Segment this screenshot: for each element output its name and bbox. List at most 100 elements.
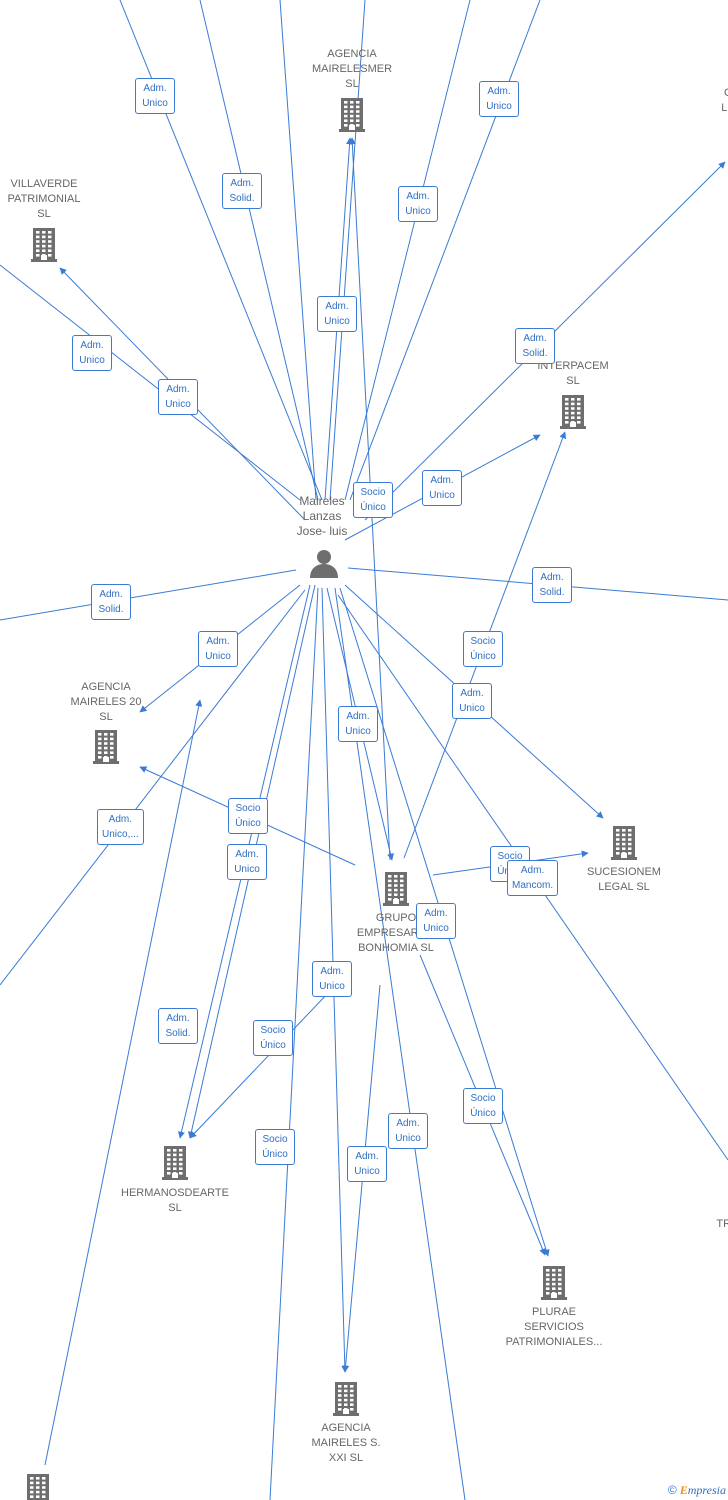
relationship-label-line: Adm.: [520, 865, 545, 876]
company-name-line: AGENCIA: [81, 681, 131, 693]
company-name: TRO: [673, 1217, 728, 1232]
relationship-label[interactable]: Adm.Unico,...: [97, 809, 144, 845]
company-name: CLE: [673, 86, 728, 116]
building-icon[interactable]: [333, 1382, 359, 1421]
relationship-label-line: Unico: [405, 206, 431, 217]
relationship-label[interactable]: Adm.Unico: [388, 1113, 428, 1149]
relationship-edge: [329, 0, 366, 501]
relationship-label-line: Unico: [165, 399, 191, 410]
relationship-label-line: Adm.: [355, 1151, 379, 1162]
relationship-label-line: Adm.: [396, 1118, 420, 1129]
relationship-label[interactable]: Adm. Unico: [479, 81, 519, 117]
relationship-label[interactable]: Adm. Unico: [312, 961, 352, 997]
relationship-label[interactable]: Adm.Solid.: [158, 1008, 198, 1044]
company-name-line: C: [724, 87, 728, 99]
person-name-line: Jose- luis: [296, 524, 348, 538]
relationship-label[interactable]: Adm.Unico: [422, 470, 462, 506]
brand-initial: E: [679, 1483, 688, 1497]
relationship-label-line: Socio: [262, 1134, 288, 1145]
relationship-label[interactable]: Adm. Unico: [158, 379, 198, 415]
company-name-line: PATRIMONIALES...: [505, 1336, 603, 1348]
relationship-label[interactable]: Adm.Unico: [398, 186, 438, 222]
relationship-label-line: Único: [470, 1108, 496, 1119]
relationship-edge: [119, 0, 323, 501]
company-name-line: EMPRESARIAL: [356, 927, 436, 939]
relationship-label[interactable]: Adm. Solid.: [222, 173, 262, 209]
building-icon[interactable]: [611, 826, 637, 865]
brand-rest: mpresia: [687, 1483, 726, 1497]
relationship-label-line: Adm.: [230, 178, 254, 189]
building-icon[interactable]: [383, 872, 409, 911]
company-name-line: INTERPACEM: [537, 360, 609, 372]
building-icon[interactable]: [31, 228, 57, 267]
building-icon[interactable]: [339, 98, 365, 137]
copyright-symbol: ©: [667, 1483, 677, 1497]
company-name-line: AGENCIA: [321, 1422, 371, 1434]
relationship-label-line: Unico: [486, 101, 512, 112]
relationship-label-line: Adm.: [460, 688, 484, 699]
relationship-label[interactable]: Adm.Unico: [227, 844, 267, 880]
relationship-label-line: Unico: [319, 981, 345, 992]
company-name-line: SUCESIONEM: [587, 866, 661, 878]
relationship-label-line: Socio: [497, 851, 523, 862]
building-icon[interactable]: [162, 1146, 188, 1185]
building-icon[interactable]: [541, 1266, 567, 1305]
company-name-line: SL: [345, 78, 359, 90]
relationship-edge: [0, 569, 297, 621]
relationship-label-line: Solid.: [539, 587, 565, 598]
person-name-line: Maireles: [299, 494, 345, 508]
relationship-label-line: Adm.: [143, 83, 167, 94]
company-name-line: SL: [566, 375, 580, 387]
person-icon[interactable]: [309, 548, 339, 583]
relationship-label-line: Mancom.: [512, 880, 554, 891]
relationship-label-line: Socio: [360, 487, 386, 498]
company-name-line: SL: [37, 208, 51, 220]
relationship-label-line: Adm.: [166, 384, 190, 395]
relationship-label[interactable]: Adm.Unico: [135, 78, 175, 114]
relationship-label[interactable]: Adm.Solid.: [515, 328, 555, 364]
relationship-label-line: Unico,...: [102, 829, 139, 840]
building-icon[interactable]: [93, 730, 119, 769]
company-name-line: SL: [168, 1202, 182, 1214]
relationship-label-line: Unico: [324, 316, 350, 327]
relationship-label-line: Único: [360, 502, 386, 513]
relationship-label[interactable]: Adm. Unico: [452, 683, 492, 719]
relationship-label[interactable]: Adm.Solid.: [91, 584, 131, 620]
relationship-label[interactable]: Adm. Unico: [338, 706, 378, 742]
relationship-label-line: Único: [235, 818, 261, 829]
company-name-line: LEGAL SL: [598, 881, 650, 893]
relationship-label[interactable]: Adm.Unico: [317, 296, 357, 332]
relationship-label[interactable]: Adm.Solid.: [532, 567, 572, 603]
relationship-label-line: Socio: [470, 1093, 496, 1104]
relationship-label-line: Adm.: [320, 966, 344, 977]
relationship-label-line: Unico: [345, 726, 371, 737]
building-icon[interactable]: [560, 395, 586, 434]
relationship-label-line: Socio: [470, 636, 496, 647]
relationship-label[interactable]: Adm.Unico: [416, 903, 456, 939]
relationship-label[interactable]: Adm.Unico: [347, 1146, 387, 1182]
relationship-label-line: Adm.: [235, 849, 259, 860]
empresia-watermark: © Empresia: [668, 1483, 726, 1498]
relationship-label[interactable]: Adm.Unico: [72, 335, 112, 371]
relationship-edge: [279, 0, 317, 501]
relationship-label[interactable]: Adm. Mancom.: [507, 860, 559, 896]
relationship-label-line: Adm.: [523, 333, 547, 344]
relationship-label-line: Adm.: [346, 711, 370, 722]
relationship-label-line: Solid.: [229, 193, 255, 204]
building-icon[interactable]: [25, 1474, 51, 1500]
company-name-line: MAIRELES 20: [70, 696, 142, 708]
relationship-label-line: Adm.: [487, 86, 511, 97]
company-name-line: HERMANOSDEARTE: [121, 1187, 229, 1199]
relationship-label-line: Unico: [459, 703, 485, 714]
relationship-label[interactable]: Adm.Unico: [198, 631, 238, 667]
